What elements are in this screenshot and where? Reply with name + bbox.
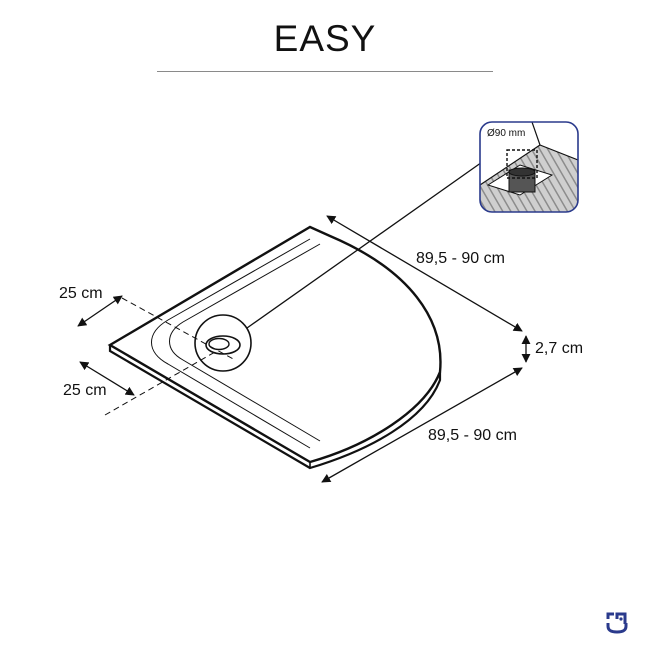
width-top-label: 89,5 - 90 cm bbox=[416, 250, 505, 267]
product-title: EASY bbox=[273, 18, 377, 59]
width-bottom-label: 89,5 - 90 cm bbox=[428, 427, 517, 444]
thickness-label: 2,7 cm bbox=[535, 340, 584, 357]
drain-detail-inset bbox=[479, 121, 579, 213]
inset-drain-diameter-label: Ø90 mm bbox=[487, 128, 526, 139]
drain-icon bbox=[194, 314, 252, 372]
shower-tray bbox=[107, 225, 442, 470]
drain-offset-top-label: 25 cm bbox=[59, 285, 103, 302]
brand-logo-icon bbox=[606, 612, 628, 634]
drain-centerlines bbox=[104, 297, 236, 416]
title-divider bbox=[157, 71, 493, 72]
drain-offset-bottom-label: 25 cm bbox=[63, 382, 107, 399]
